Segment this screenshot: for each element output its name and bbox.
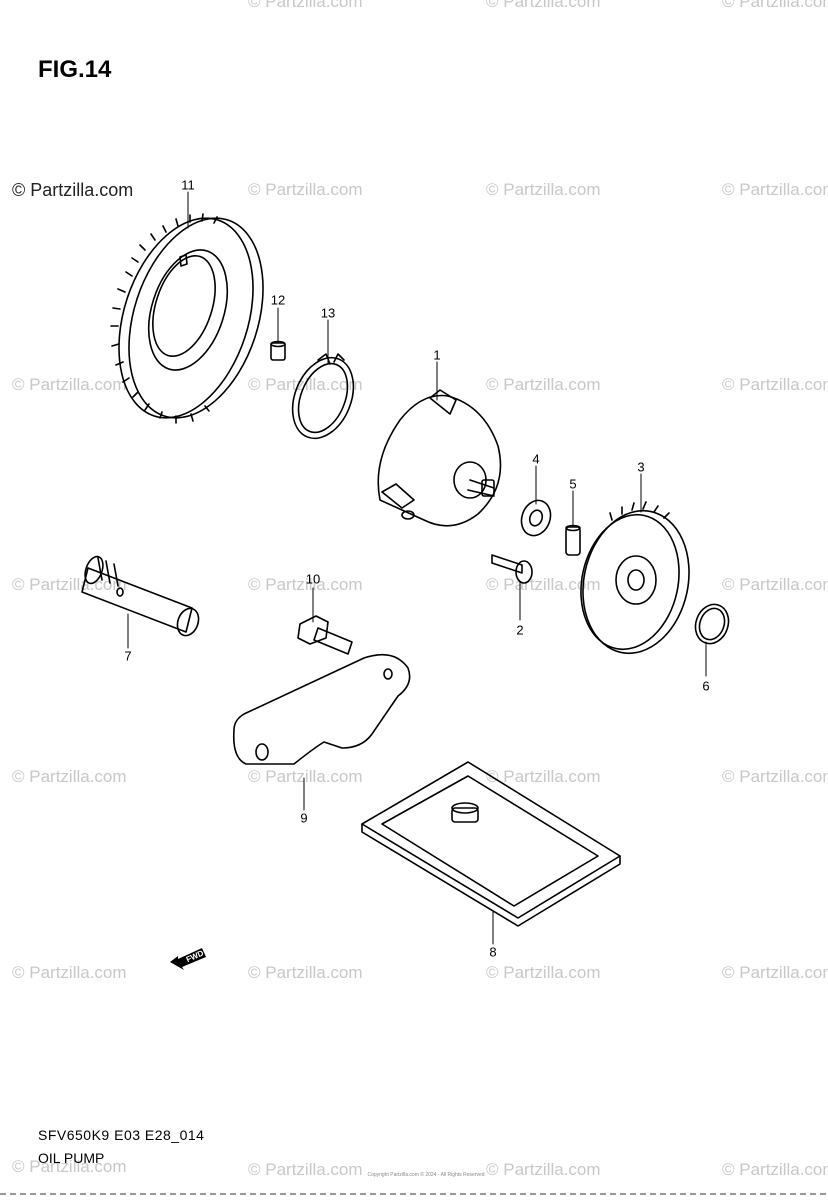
watermark: © Partzilla.com (12, 180, 134, 200)
fwd-label: FWD (185, 948, 206, 964)
leader-lines (127, 191, 707, 945)
watermark: © Partzilla.com (722, 375, 828, 394)
callout-13: 13 (320, 305, 336, 321)
watermark: © Partzilla.com (248, 0, 363, 11)
callout-6: 6 (702, 678, 710, 694)
watermark: © Partzilla.com (486, 575, 601, 594)
watermark: © Partzilla.com (722, 0, 828, 11)
watermark: © Partzilla.com (722, 767, 828, 786)
callout-9: 9 (300, 810, 308, 826)
figure-title: FIG.14 (38, 56, 112, 83)
callout-12: 12 (270, 292, 286, 308)
watermark: © Partzilla.com (248, 1160, 363, 1179)
watermark: © Partzilla.com (12, 767, 127, 786)
watermark: © Partzilla.com (486, 963, 601, 982)
part-8-strainer (361, 761, 621, 927)
diagram-code: SFV650K9 E03 E28_014 (38, 1127, 205, 1143)
diagram-subtitle: OIL PUMP (38, 1150, 105, 1166)
watermark: © Partzilla.com (722, 575, 828, 594)
callout-8: 8 (489, 944, 497, 960)
part-9-plate (232, 653, 411, 765)
callout-5: 5 (569, 476, 577, 492)
callout-7: 7 (124, 648, 132, 664)
part-2-screw (491, 554, 533, 584)
part-1-oil-pump (377, 389, 502, 527)
part-5-pin (565, 524, 581, 556)
watermark: © Partzilla.com (486, 1160, 601, 1179)
watermark: © Partzilla.com (248, 575, 363, 594)
watermark: © Partzilla.com (486, 767, 601, 786)
watermark: © Partzilla.com (486, 0, 601, 11)
watermark: © Partzilla.com (12, 1157, 127, 1176)
fwd-arrow-icon: FWD (168, 940, 208, 975)
callout-10: 10 (305, 571, 321, 587)
watermark: © Partzilla.com (12, 375, 127, 394)
part-12-dowel-pin (270, 340, 286, 361)
watermark: © Partzilla.com (486, 180, 601, 199)
watermark: © Partzilla.com (248, 767, 363, 786)
callout-3: 3 (637, 459, 645, 475)
bottom-dashed-border (0, 1193, 828, 1195)
part-3-small-gear (580, 501, 690, 655)
callout-1: 1 (433, 347, 441, 363)
watermark: © Partzilla.com (722, 963, 828, 982)
watermark: © Partzilla.com (248, 180, 363, 199)
callout-2: 2 (516, 622, 524, 638)
part-11-large-gear (110, 213, 264, 424)
part-6-circlip (694, 603, 730, 645)
part-13-circlip (291, 353, 355, 440)
part-4-washer (520, 499, 552, 537)
part-10-bolt (297, 615, 353, 655)
copyright-note: Copyright Partzilla.com © 2024 - All Rig… (367, 1172, 485, 1178)
callout-4: 4 (532, 451, 540, 467)
watermark: © Partzilla.com (722, 180, 828, 199)
watermark: © Partzilla.com (486, 375, 601, 394)
watermark: © Partzilla.com (722, 1160, 828, 1179)
callout-11: 11 (181, 177, 195, 193)
watermark: © Partzilla.com (248, 963, 363, 982)
watermark: © Partzilla.com (12, 963, 127, 982)
part-7-valve (81, 555, 200, 637)
